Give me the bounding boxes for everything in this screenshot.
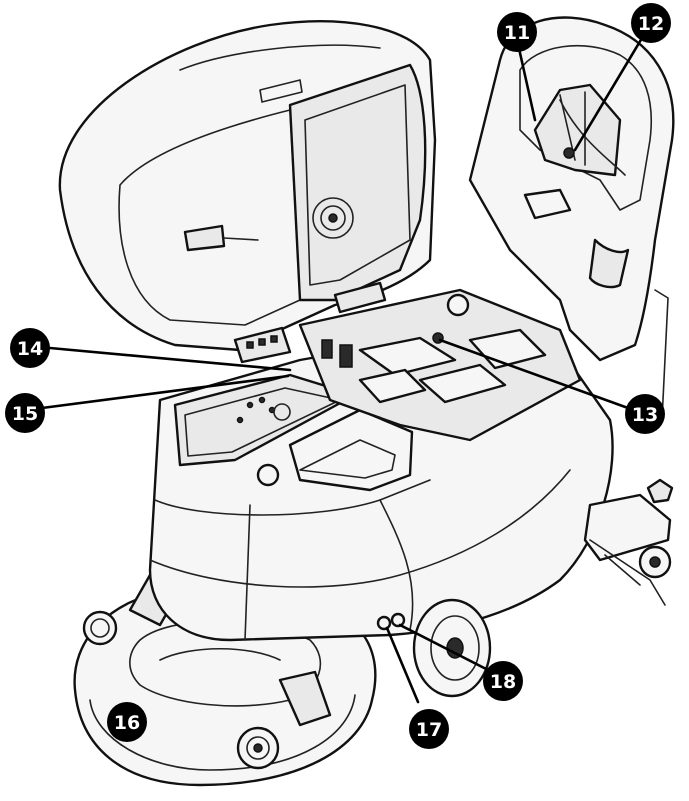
callout-16: 16 bbox=[107, 702, 147, 742]
callout-label: 17 bbox=[416, 719, 442, 741]
callout-15: 15 bbox=[5, 393, 45, 433]
callout-12: 12 bbox=[631, 3, 671, 43]
leader-14 bbox=[48, 346, 292, 372]
callout-14: 14 bbox=[10, 328, 50, 368]
callout-11: 11 bbox=[497, 12, 537, 52]
side-ports bbox=[376, 612, 406, 631]
rear-wheel bbox=[412, 598, 492, 698]
callout-label: 18 bbox=[490, 671, 516, 693]
handle-column bbox=[468, 16, 675, 429]
callout-17: 17 bbox=[409, 709, 449, 749]
squeegee bbox=[583, 478, 674, 606]
leader-12 bbox=[573, 26, 650, 152]
leader-18 bbox=[398, 623, 494, 674]
leader-11 bbox=[516, 42, 537, 122]
leader-17 bbox=[385, 626, 420, 704]
callout-label: 13 bbox=[632, 404, 658, 426]
leader-13 bbox=[438, 338, 630, 410]
open-lid bbox=[58, 20, 437, 364]
leader-15 bbox=[40, 374, 290, 410]
callout-18: 18 bbox=[483, 661, 523, 701]
callout-label: 14 bbox=[17, 338, 43, 360]
callout-label: 12 bbox=[638, 13, 664, 35]
callout-label: 11 bbox=[504, 22, 530, 44]
callout-label: 15 bbox=[12, 403, 38, 425]
callout-label: 16 bbox=[114, 712, 140, 734]
battery-compartment bbox=[298, 288, 582, 442]
leader-lines bbox=[40, 26, 650, 704]
callout-13: 13 bbox=[625, 394, 665, 434]
